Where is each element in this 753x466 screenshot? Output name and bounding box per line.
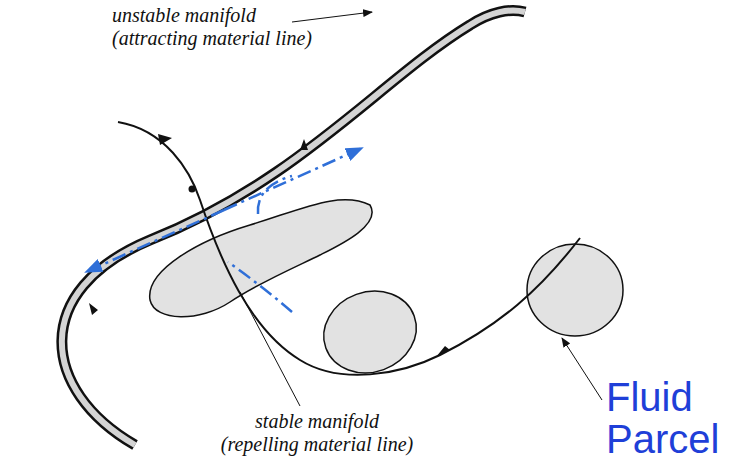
leader-line bbox=[562, 338, 602, 400]
parcel-label: Fluid Parcel bbox=[606, 376, 741, 460]
stable-manifold-image bbox=[228, 262, 292, 312]
trajectory-line bbox=[118, 122, 580, 375]
stretched-parcel bbox=[150, 200, 372, 317]
manifold-label: stable manifold (repelling material line… bbox=[216, 410, 418, 456]
stable-manifold bbox=[224, 148, 362, 210]
stable-manifold bbox=[86, 210, 224, 272]
unstable-manifold-band bbox=[62, 11, 525, 445]
intersection-dot bbox=[189, 186, 196, 193]
stable-manifold-image bbox=[258, 176, 292, 214]
trajectory-arrow bbox=[158, 134, 450, 357]
leader-line bbox=[240, 292, 300, 406]
leader-line bbox=[292, 12, 372, 22]
parcel-middle bbox=[312, 278, 428, 385]
parcel-initial bbox=[527, 244, 623, 336]
unstable-manifold-fill bbox=[62, 11, 525, 445]
manifold-label: unstable manifold (attracting material l… bbox=[112, 4, 327, 50]
